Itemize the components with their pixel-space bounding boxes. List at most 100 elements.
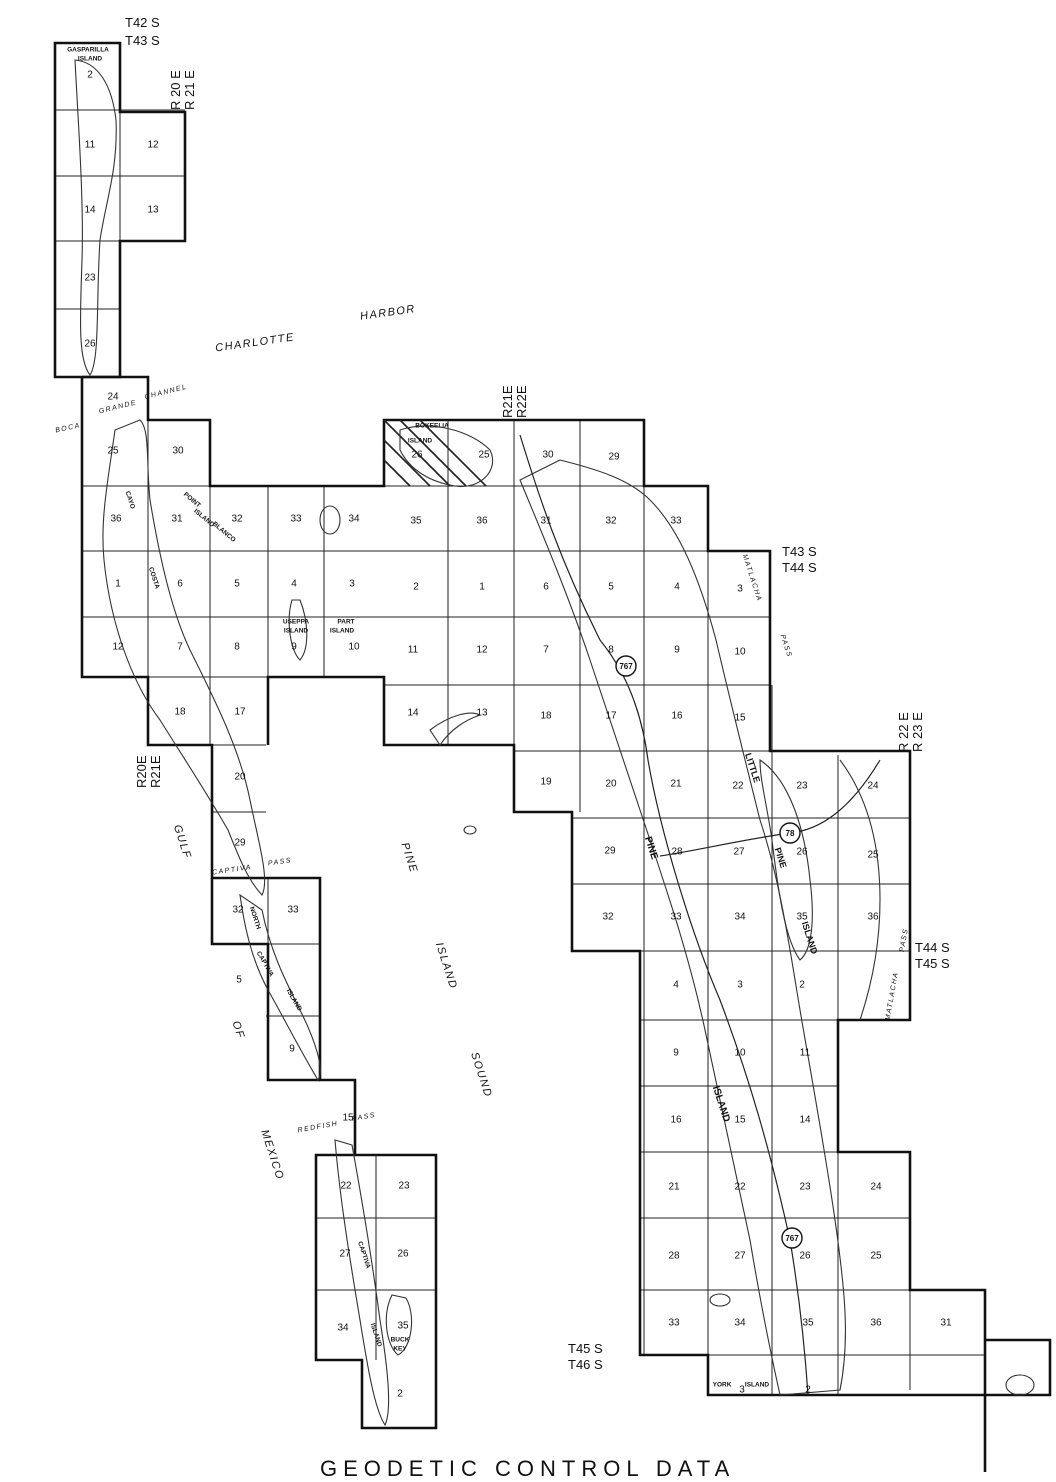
key-label: KEY <box>393 1346 407 1353</box>
section-number-11: 11 <box>408 645 419 656</box>
redfish-label: REDFISH <box>297 1120 339 1134</box>
section-number-33: 33 <box>287 905 299 916</box>
section-number-22: 22 <box>732 781 744 792</box>
section-number-3: 3 <box>739 1385 745 1396</box>
township-label-t42-t43: T42 S T43 S <box>125 15 160 48</box>
svg-text:R 22 E: R 22 E <box>896 712 911 752</box>
little-label: LITTLE <box>743 752 762 784</box>
section-number-18: 18 <box>174 707 186 718</box>
section-number-9: 9 <box>289 1044 295 1055</box>
section-number-32: 32 <box>602 912 614 923</box>
gasparilla-island-label: ISLAND <box>78 56 103 63</box>
section-number-20: 20 <box>605 779 617 790</box>
section-number-24: 24 <box>870 1182 882 1193</box>
section-number-4: 4 <box>291 579 297 590</box>
svg-text:78: 78 <box>786 829 795 838</box>
harbor-label: HARBOR <box>359 303 416 323</box>
york-island-label: ISLAND <box>745 1382 770 1389</box>
section-number-8: 8 <box>234 642 240 653</box>
north-captiva-island-label: ISLAND <box>285 988 303 1013</box>
matlacha-pass-label: PASS <box>779 634 793 659</box>
svg-text:T44 S: T44 S <box>915 940 950 955</box>
section-number-32: 32 <box>605 516 617 527</box>
svg-text:R 23 E: R 23 E <box>910 712 925 752</box>
section-number-26: 26 <box>84 339 96 350</box>
useppa-label: USEPPA <box>283 619 310 626</box>
section-number-26: 26 <box>796 847 808 858</box>
buck-label: BUCK <box>391 1337 410 1344</box>
section-number-23: 23 <box>796 781 808 792</box>
york-label: YORK <box>713 1382 732 1389</box>
coastlines <box>74 59 1035 1427</box>
section-number-34: 34 <box>348 514 360 525</box>
section-number-25: 25 <box>107 446 119 457</box>
section-number-33: 33 <box>290 514 302 525</box>
svg-text:R22E: R22E <box>514 385 529 418</box>
redfish-pass-label: PASS <box>352 1112 377 1123</box>
pine-label: PINE <box>642 835 660 861</box>
section-number-11: 11 <box>800 1048 811 1059</box>
section-number-15: 15 <box>734 713 746 724</box>
section-number-30: 30 <box>172 446 184 457</box>
section-number-35: 35 <box>796 912 808 923</box>
road-shield-767-south: 767 <box>781 1227 803 1249</box>
charlotte-label: CHARLOTTE <box>214 331 295 354</box>
useppa-island-label: ISLAND <box>284 628 309 635</box>
section-number-36: 36 <box>867 912 879 923</box>
section-number-29: 29 <box>234 838 246 849</box>
matlacha-lower-pass-label: PASS <box>899 928 910 953</box>
footer-title: GEODETIC CONTROL DATA <box>320 1456 736 1481</box>
svg-text:T45 S: T45 S <box>915 956 950 971</box>
township-label-t43-t44: T43 S T44 S <box>782 544 817 575</box>
section-number-13: 13 <box>476 708 488 719</box>
section-number-22: 22 <box>340 1181 352 1192</box>
range-label-r21-r22: R21E R22E <box>500 385 529 418</box>
section-number-21: 21 <box>668 1182 680 1193</box>
section-number-8: 8 <box>608 645 614 656</box>
north-captiva-label: CAPTIVA <box>255 950 275 978</box>
section-number-5: 5 <box>608 582 614 593</box>
section-number-5: 5 <box>234 579 240 590</box>
island-label: ISLAND <box>433 941 459 991</box>
section-number-28: 28 <box>671 847 683 858</box>
section-number-33: 33 <box>670 516 682 527</box>
channel-label: CHANNEL <box>144 384 188 401</box>
section-number-11: 11 <box>85 140 96 151</box>
section-number-23: 23 <box>799 1182 811 1193</box>
svg-text:T43 S: T43 S <box>125 33 160 48</box>
of-label: OF <box>230 1019 247 1040</box>
svg-text:R21E: R21E <box>148 755 163 788</box>
svg-text:767: 767 <box>785 1234 799 1243</box>
township-label-t45-t46: T45 S T46 S <box>568 1341 603 1372</box>
section-number-33: 33 <box>670 912 682 923</box>
north-label: NORTH <box>248 906 262 930</box>
section-number-23: 23 <box>84 273 96 284</box>
section-number-10: 10 <box>348 642 360 653</box>
section-number-6: 6 <box>543 582 549 593</box>
section-number-29: 29 <box>608 452 620 463</box>
section-number-30: 30 <box>542 450 554 461</box>
section-number-2: 2 <box>799 980 805 991</box>
matlacha-lower-label: MATLACHA <box>885 971 901 1021</box>
section-number-16: 16 <box>671 711 683 722</box>
section-number-25: 25 <box>870 1251 882 1262</box>
township-label-t44-t45: T44 S T45 S <box>915 940 950 971</box>
section-number-9: 9 <box>291 642 297 653</box>
section-number-24: 24 <box>867 781 879 792</box>
section-number-2: 2 <box>87 70 93 81</box>
section-number-12: 12 <box>112 642 124 653</box>
section-number-2: 2 <box>805 1385 811 1396</box>
mexico-label: MEXICO <box>258 1128 286 1182</box>
section-number-10: 10 <box>734 1048 746 1059</box>
section-number-20: 20 <box>234 772 246 783</box>
section-number-7: 7 <box>177 642 183 653</box>
boca-label: BOCA <box>55 422 82 434</box>
section-number-14: 14 <box>799 1115 811 1126</box>
section-number-16: 16 <box>670 1115 682 1126</box>
captiva-pass-label: CAPTIVA <box>212 864 253 877</box>
range-label-r22-r23: R 22 E R 23 E <box>896 712 925 752</box>
section-number-33: 33 <box>668 1318 680 1329</box>
section-number-4: 4 <box>673 980 679 991</box>
section-number-14: 14 <box>84 205 96 216</box>
